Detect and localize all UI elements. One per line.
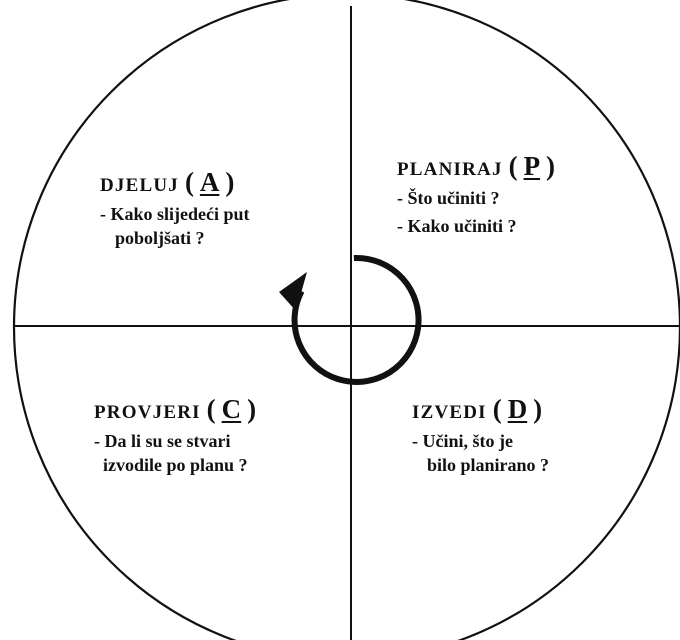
outer-circle <box>13 0 680 640</box>
act-letter: A <box>199 167 220 197</box>
cycle-arrow-ring <box>291 254 422 385</box>
act-line-2: poboljšati ? <box>115 227 205 248</box>
plan-title: PLANIRAJ ( P ) <box>397 151 556 181</box>
check-line-1: - Da li su se stvari <box>94 431 231 452</box>
act-title: DJELUJ ( A ) <box>100 167 235 197</box>
check-line-2: izvodile po planu ? <box>103 454 248 475</box>
quadrant-act: DJELUJ ( A ) - Kako slijedeći put pobolj… <box>100 166 250 250</box>
check-letter: C <box>221 394 242 424</box>
plan-letter: P <box>523 151 541 181</box>
quadrant-check: PROVJERI ( C ) - Da li su se stvari izvo… <box>94 393 256 477</box>
cycle-arrowhead-icon <box>279 272 307 311</box>
quadrant-do: IZVEDI ( D ) - Učini, što je bilo planir… <box>412 393 549 477</box>
plan-line-2: - Kako učiniti ? <box>397 215 517 236</box>
do-letter: D <box>507 394 528 424</box>
plan-line-1: - Što učiniti ? <box>397 188 500 209</box>
do-line-1: - Učini, što je <box>412 431 513 452</box>
quadrant-plan: PLANIRAJ ( P ) - Što učiniti ? - Kako uč… <box>397 150 555 238</box>
do-line-2: bilo planirano ? <box>427 454 550 475</box>
act-line-1: - Kako slijedeći put <box>100 204 250 225</box>
check-title: PROVJERI ( C ) <box>94 394 257 424</box>
do-title: IZVEDI ( D ) <box>412 394 543 424</box>
